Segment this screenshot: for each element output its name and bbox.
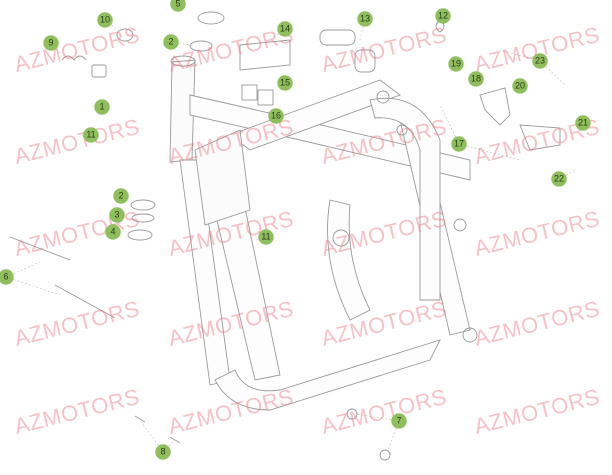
part-callout-5[interactable]: 5 <box>170 0 186 12</box>
frame-linework <box>9 11 561 461</box>
part-callout-1[interactable]: 1 <box>94 99 110 115</box>
part-callout-18[interactable]: 18 <box>468 71 484 87</box>
part-callout-7[interactable]: 7 <box>391 413 407 429</box>
part-callout-14[interactable]: 14 <box>277 21 293 37</box>
part-callout-21[interactable]: 21 <box>575 115 591 131</box>
part-callout-20[interactable]: 20 <box>512 78 528 94</box>
part-callout-6[interactable]: 6 <box>0 269 14 285</box>
part-callout-11[interactable]: 11 <box>83 127 99 143</box>
part-callout-16[interactable]: 16 <box>268 108 284 124</box>
part-callout-9[interactable]: 9 <box>43 35 59 51</box>
part-callout-23[interactable]: 23 <box>532 53 548 69</box>
part-callout-17[interactable]: 17 <box>451 136 467 152</box>
part-callout-4[interactable]: 4 <box>105 224 121 240</box>
part-callout-15[interactable]: 15 <box>277 75 293 91</box>
part-callout-13[interactable]: 13 <box>357 11 373 27</box>
part-callout-22[interactable]: 22 <box>551 171 567 187</box>
part-callout-11[interactable]: 11 <box>258 229 274 245</box>
part-callout-19[interactable]: 19 <box>448 56 464 72</box>
part-callout-12[interactable]: 12 <box>435 8 451 24</box>
part-callout-3[interactable]: 3 <box>109 207 125 223</box>
leader-lines <box>5 15 576 453</box>
part-callout-10[interactable]: 10 <box>97 12 113 28</box>
part-callout-8[interactable]: 8 <box>155 444 171 460</box>
part-callout-2[interactable]: 2 <box>113 188 129 204</box>
part-callout-2[interactable]: 2 <box>163 34 179 50</box>
